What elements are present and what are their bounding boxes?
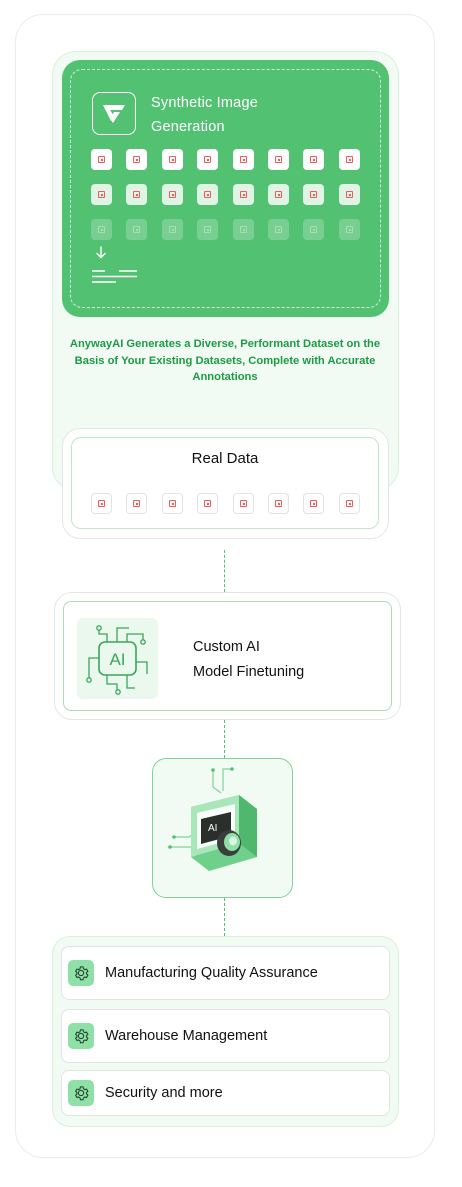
image-thumbnail-icon (126, 219, 147, 240)
custom-ai-title: Custom AI Model Finetuning (193, 635, 373, 685)
use-case-item: Manufacturing Quality Assurance (61, 946, 390, 1000)
gear-icon (68, 1023, 94, 1049)
image-row-3 (91, 219, 366, 241)
image-thumbnail-icon (126, 493, 147, 514)
image-thumbnail-icon (339, 149, 360, 170)
gear-icon (68, 1080, 94, 1106)
use-case-label: Security and more (105, 1085, 223, 1101)
synthetic-generation-card (62, 60, 389, 317)
custom-ai-title-line1: Custom AI (193, 639, 260, 655)
image-thumbnail-icon (91, 493, 112, 514)
ai-chip-label: AI (109, 650, 125, 669)
image-thumbnail-icon (303, 184, 324, 205)
image-row-2 (91, 184, 366, 206)
dashed-frame (70, 69, 381, 308)
image-thumbnail-icon (197, 493, 218, 514)
image-thumbnail-icon (268, 149, 289, 170)
ai-model-3d-icon: AI (168, 767, 257, 871)
image-thumbnail-icon (233, 184, 254, 205)
connector-line-2 (224, 720, 225, 758)
image-thumbnail-icon (233, 219, 254, 240)
connector-line-1 (224, 550, 225, 592)
use-case-label: Manufacturing Quality Assurance (105, 965, 318, 981)
ai-model-card: AI (152, 758, 293, 898)
image-thumbnail-icon (233, 493, 254, 514)
gear-icon (68, 960, 94, 986)
image-row-1 (91, 149, 366, 171)
image-thumbnail-icon (91, 184, 112, 205)
image-thumbnail-icon (126, 184, 147, 205)
use-case-item: Warehouse Management (61, 1009, 390, 1063)
image-thumbnail-icon (339, 493, 360, 514)
image-thumbnail-icon (197, 149, 218, 170)
image-thumbnail-icon (162, 493, 183, 514)
image-thumbnail-icon (268, 493, 289, 514)
image-thumbnail-icon (339, 219, 360, 240)
image-thumbnail-icon (91, 149, 112, 170)
image-thumbnail-icon (233, 149, 254, 170)
synthetic-title: Synthetic Image Generation (151, 91, 301, 139)
image-thumbnail-icon (162, 219, 183, 240)
synthetic-caption: AnywayAI Generates a Diverse, Performant… (69, 338, 381, 383)
image-thumbnail-icon (268, 184, 289, 205)
image-thumbnail-icon (197, 184, 218, 205)
real-image-row (91, 493, 366, 515)
text-lines-icon (92, 270, 137, 283)
model-ai-label: AI (208, 823, 217, 834)
image-thumbnail-icon (197, 219, 218, 240)
connector-line-3 (224, 898, 225, 936)
image-thumbnail-icon (162, 149, 183, 170)
use-case-item: Security and more (61, 1070, 390, 1116)
image-thumbnail-icon (303, 493, 324, 514)
custom-ai-title-line2: Model Finetuning (193, 664, 305, 680)
image-thumbnail-icon (126, 149, 147, 170)
synthetic-title-line1: Synthetic Image (151, 95, 258, 111)
synthetic-title-line2: Generation (151, 119, 225, 135)
image-thumbnail-icon (339, 184, 360, 205)
download-arrow-icon (96, 246, 106, 259)
image-thumbnail-icon (91, 219, 112, 240)
image-thumbnail-icon (303, 219, 324, 240)
image-thumbnail-icon (162, 184, 183, 205)
real-data-title: Real Data (191, 450, 259, 467)
image-thumbnail-icon (303, 149, 324, 170)
use-case-label: Warehouse Management (105, 1028, 268, 1044)
anyway-logo-icon (92, 92, 136, 135)
real-data-inner (71, 437, 379, 529)
image-thumbnail-icon (268, 219, 289, 240)
ai-chip-icon: AI (77, 618, 158, 699)
